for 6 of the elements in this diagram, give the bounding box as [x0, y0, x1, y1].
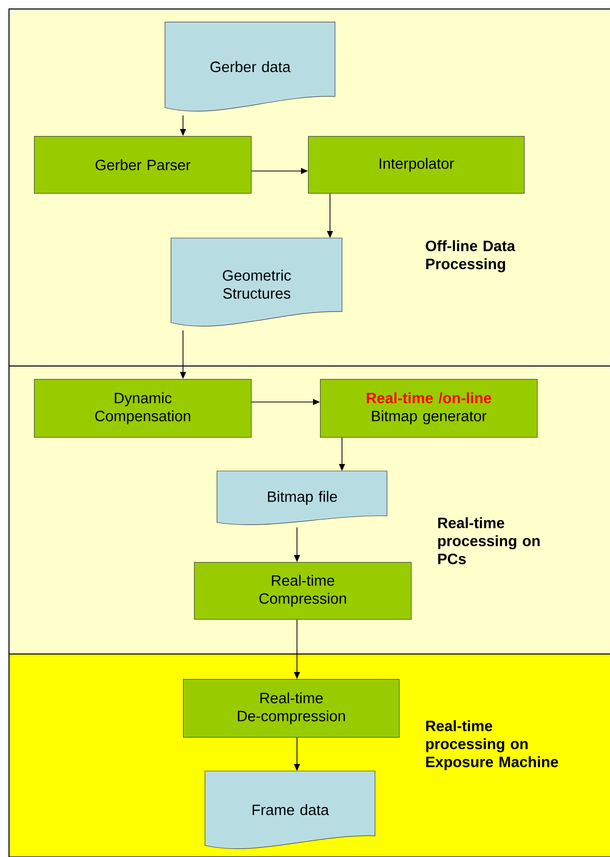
process-box: Dynamic Compensation — [34, 379, 252, 438]
process-box: Real-time /on-line Bitmap generator — [320, 379, 538, 438]
process-box: Gerber Parser — [34, 136, 252, 194]
process-box: Real-time De-compression — [183, 679, 400, 738]
process-box: Real-time Compression — [194, 562, 412, 620]
process-box: Interpolator — [308, 136, 525, 194]
